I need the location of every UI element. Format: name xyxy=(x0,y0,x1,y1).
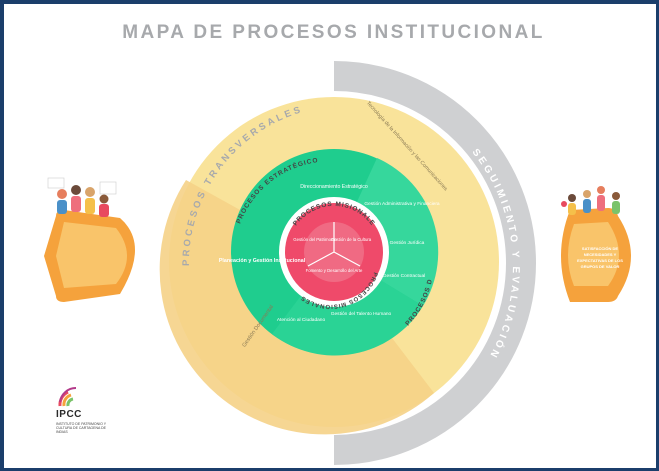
right-stakeholder-panel: SATISFACCIÓN DE NECESIDADES Y EXPECTATIV… xyxy=(561,186,631,302)
process-administrativa: Gestión Administrativa y Financiera xyxy=(364,201,440,207)
process-contractual: Gestión Contractual xyxy=(383,273,425,279)
page-title: MAPA DE PROCESOS INSTITUCIONAL xyxy=(122,22,545,43)
left-people-illustration xyxy=(47,177,117,217)
process-fomento: Fomento y Desarrollo del Arte xyxy=(306,268,363,273)
green-ring-right xyxy=(334,158,439,306)
logo-subtitle: INSTITUTO DE PATRIMONIO Y CULTURA DE CAR… xyxy=(56,422,107,434)
process-talento: Gestión del Talento Humano xyxy=(331,311,392,317)
process-planeacion: Planeación y Gestión Institucional xyxy=(219,258,306,264)
right-panel-text-4: GRUPOS DE VALOR xyxy=(581,264,620,269)
process-map: PROCESOS TRANSVERSALES SEGUIMIENTO Y EVA… xyxy=(4,4,631,465)
right-people-illustration xyxy=(561,186,620,215)
seguimiento-arc xyxy=(333,61,536,465)
process-patrimonio: Gestión del Patrimonio xyxy=(293,237,337,242)
process-cultura: Gestión de la Cultura xyxy=(331,237,372,242)
pink-divider xyxy=(307,222,361,267)
right-panel-text-2: NECESIDADES Y xyxy=(584,252,617,257)
process-direccionamiento: Direccionamiento Estratégico xyxy=(300,184,368,190)
ipcc-logo-mark xyxy=(58,386,77,407)
right-panel-text-3: EXPECTATIVAS DE LOS xyxy=(577,258,623,263)
right-panel-text-1: SATISFACCIÓN DE xyxy=(582,246,618,251)
process-atencion: Atención al Ciudadano xyxy=(277,317,326,323)
left-stakeholder-panel xyxy=(44,177,135,302)
process-juridica: Gestión Jurídica xyxy=(390,240,425,246)
right-inner-shape xyxy=(568,222,619,286)
logo-name: IPCC xyxy=(56,409,82,420)
left-inner-shape xyxy=(56,222,127,288)
